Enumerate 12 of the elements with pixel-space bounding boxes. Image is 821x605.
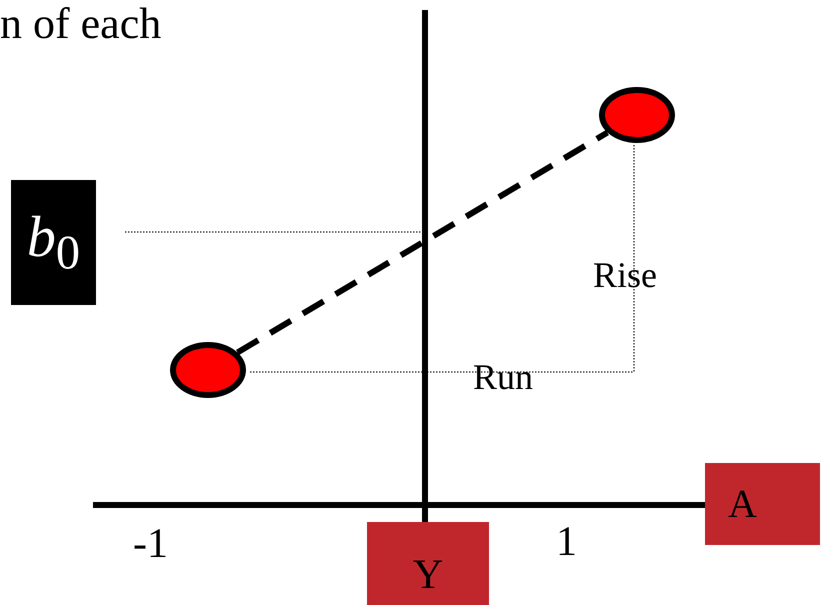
axis-label: Y	[412, 554, 444, 596]
dashed-line	[236, 130, 609, 355]
intercept-box	[11, 180, 96, 305]
run-label: Run	[473, 359, 534, 395]
intercept-label: b$_{0}$	[26, 208, 80, 278]
tick-label: 1	[556, 521, 577, 563]
axis-label-box	[367, 522, 489, 605]
tick-label: -1	[133, 523, 168, 565]
title-fragment: n of each	[0, 2, 162, 46]
axis-label-box	[705, 463, 820, 545]
axis-label: A	[728, 484, 757, 524]
rise-label: Rise	[593, 257, 658, 293]
